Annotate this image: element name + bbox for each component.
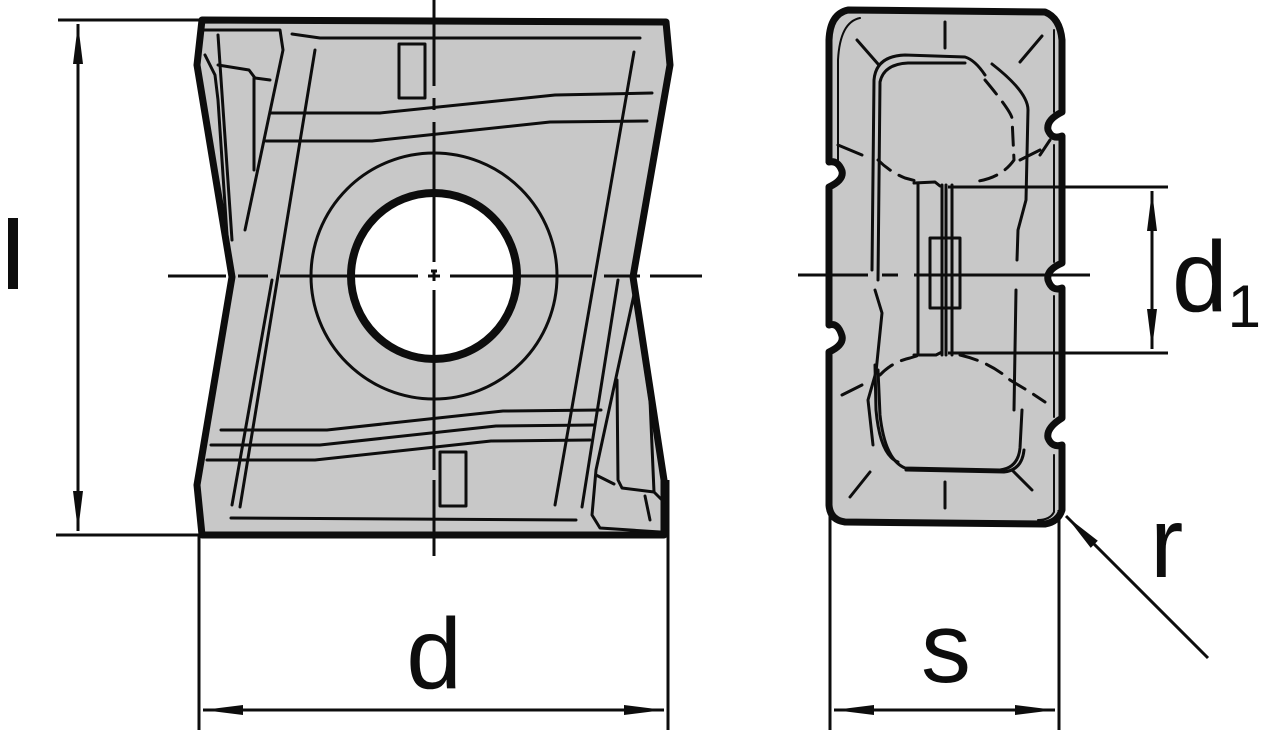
index-mark-bottom [438,450,468,508]
index-mark-top [397,42,427,100]
side-view [825,6,1066,528]
front-center-lines [168,0,702,556]
label-s: s [921,592,971,704]
label-l [8,218,18,289]
dimension-labels: d s d1 r [8,218,1261,710]
label-d: d [406,598,462,710]
label-d1-subscript: 1 [1228,273,1261,340]
dim-r-leader [1064,514,1210,660]
label-d1: d1 [1172,221,1261,340]
label-r: r [1150,487,1183,599]
dimension-lines [56,18,1210,730]
label-d1-main: d [1172,221,1228,333]
groove-mark [928,236,962,310]
